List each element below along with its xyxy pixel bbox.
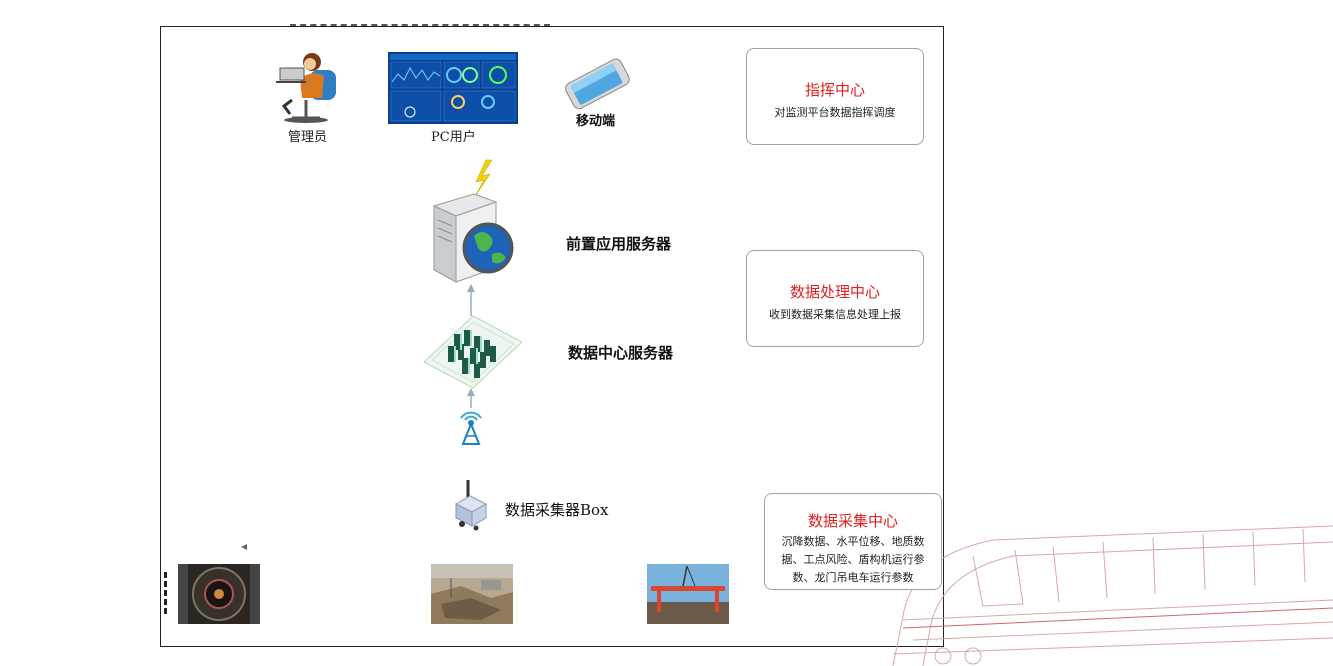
admin-label: 管理员 (288, 130, 328, 145)
processing-center-box: 数据处理中心 收到数据采集信息处理上报 (746, 250, 924, 347)
command-center-title: 指挥中心 (804, 81, 865, 99)
collection-desc-line: 据、工点风险、盾构机运行参 (781, 553, 925, 566)
construction-site-photo (431, 564, 513, 624)
top-dash-line (290, 24, 550, 32)
web-server-icon (432, 159, 514, 283)
shield-machine-photo (178, 564, 260, 624)
pc-user-label: PC用户 (431, 130, 476, 145)
arrow-up-2 (467, 388, 475, 408)
collection-center-title: 数据采集中心 (807, 512, 898, 530)
gantry-crane-photo (647, 564, 729, 624)
processing-center-desc: 收到数据采集信息处理上报 (769, 308, 901, 321)
front-server-label: 前置应用服务器 (566, 235, 672, 253)
datacenter-rack-icon (423, 315, 523, 389)
dashboard-screen-icon (388, 52, 518, 124)
collection-center-box: 数据采集中心 沉降数据、水平位移、地质数 据、工点风险、盾构机运行参 数、龙门吊… (764, 493, 942, 590)
processing-center-title: 数据处理中心 (789, 283, 880, 301)
command-center-box: 指挥中心 对监测平台数据指挥调度 (746, 48, 924, 145)
wireless-tower-icon (460, 411, 482, 445)
collection-center-desc: 沉降数据、水平位移、地质数 据、工点风险、盾构机运行参 数、龙门吊电车运行参数 (765, 533, 941, 587)
collection-desc-line: 沉降数据、水平位移、地质数 (781, 535, 925, 548)
collector-box-icon (454, 480, 488, 531)
dash-marks (164, 572, 171, 614)
small-arrow-mark (241, 544, 247, 550)
collection-desc-line: 数、龙门吊电车运行参数 (792, 571, 914, 584)
collector-label: 数据采集器Box (505, 501, 609, 519)
train-sketch (892, 525, 1333, 666)
data-center-label: 数据中心服务器 (568, 344, 674, 362)
arrow-up-1 (467, 284, 475, 316)
command-center-desc: 对监测平台数据指挥调度 (774, 106, 896, 119)
admin-person-icon (276, 53, 336, 123)
mobile-label: 移动端 (576, 114, 616, 129)
smartphone-icon (565, 58, 630, 110)
